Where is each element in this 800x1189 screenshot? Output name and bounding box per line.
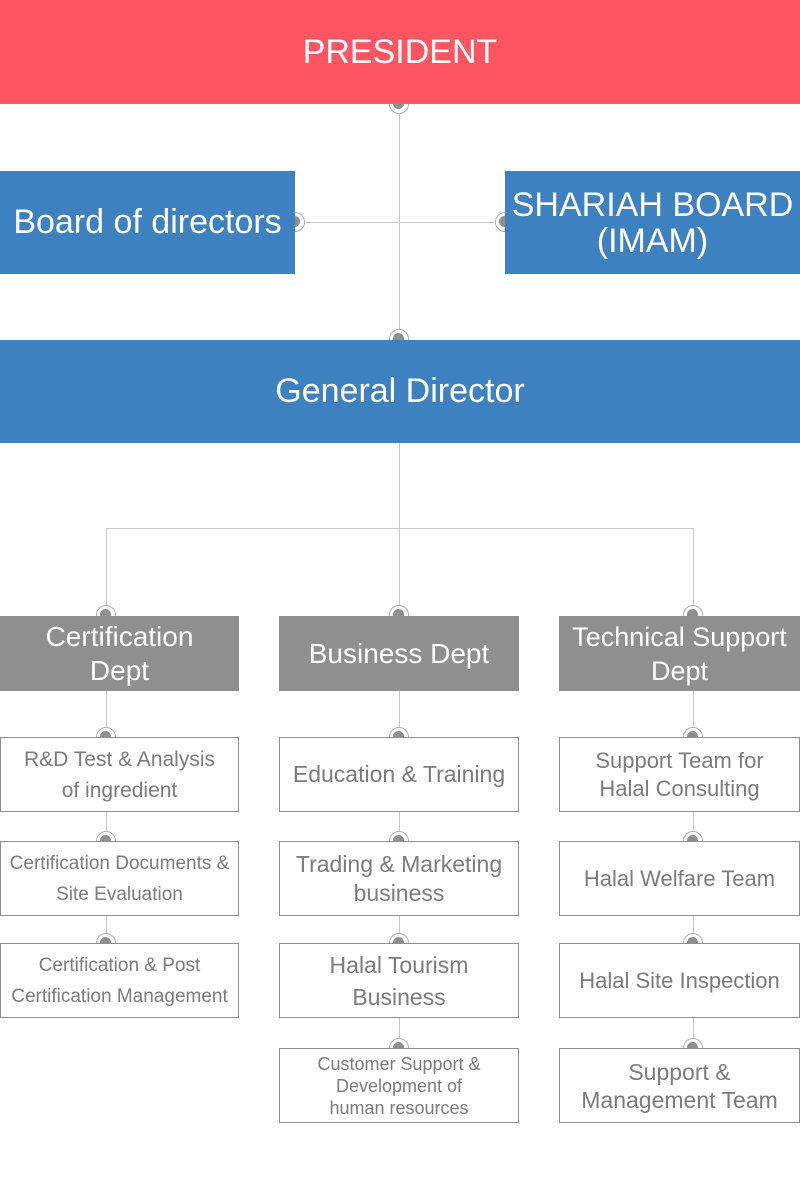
team-label: Customer Support & Development of human … bbox=[317, 1053, 481, 1118]
general-director-label: General Director bbox=[275, 372, 525, 410]
dept-label: Certification Dept bbox=[45, 620, 194, 686]
team-box: Certification & Post Certification Manag… bbox=[0, 943, 239, 1018]
dept-label: Technical Support Dept bbox=[572, 621, 787, 686]
connector-gd-down bbox=[399, 443, 400, 528]
connector-col1 bbox=[106, 691, 107, 943]
shariah-board-label: SHARIAH BOARD (IMAM) bbox=[511, 185, 794, 260]
connector-dept1 bbox=[106, 528, 107, 616]
team-label: R&D Test & Analysis of ingredient bbox=[23, 747, 216, 802]
team-label: Trading & Marketing business bbox=[295, 850, 503, 906]
team-box: Halal Welfare Team bbox=[559, 841, 800, 916]
team-label: Halal Site Inspection bbox=[579, 967, 780, 993]
connector-dept2 bbox=[399, 528, 400, 616]
team-label: Education & Training bbox=[292, 761, 506, 787]
dept-certification: Certification Dept bbox=[0, 616, 239, 691]
team-box: Support & Management Team bbox=[559, 1048, 800, 1123]
team-box: Halal Tourism Business bbox=[279, 943, 519, 1018]
dept-business: Business Dept bbox=[279, 616, 519, 691]
shariah-board-box: SHARIAH BOARD (IMAM) bbox=[505, 171, 800, 274]
president-label: PRESIDENT bbox=[302, 32, 498, 71]
team-box: Education & Training bbox=[279, 737, 519, 812]
team-label: Certification Documents & Site Evaluatio… bbox=[9, 852, 230, 905]
team-box: Trading & Marketing business bbox=[279, 841, 519, 916]
team-label: Halal Tourism Business bbox=[329, 951, 469, 1010]
dept-technical-support: Technical Support Dept bbox=[559, 616, 800, 691]
team-label: Certification & Post Certification Manag… bbox=[11, 954, 228, 1007]
team-box: Certification Documents & Site Evaluatio… bbox=[0, 841, 239, 916]
president-box: PRESIDENT bbox=[0, 0, 800, 104]
board-of-directors-label: Board of directors bbox=[13, 203, 282, 241]
dept-label: Business Dept bbox=[308, 637, 490, 669]
connector-boards bbox=[295, 222, 505, 223]
board-of-directors-box: Board of directors bbox=[0, 171, 295, 274]
team-box: R&D Test & Analysis of ingredient bbox=[0, 737, 239, 812]
team-label: Support & Management Team bbox=[581, 1058, 778, 1113]
connector-dept3 bbox=[693, 528, 694, 616]
team-box: Support Team for Halal Consulting bbox=[559, 737, 800, 812]
team-label: Support Team for Halal Consulting bbox=[595, 747, 764, 801]
general-director-box: General Director bbox=[0, 340, 800, 443]
team-label: Halal Welfare Team bbox=[583, 865, 776, 891]
team-box: Customer Support & Development of human … bbox=[279, 1048, 519, 1123]
team-box: Halal Site Inspection bbox=[559, 943, 800, 1018]
